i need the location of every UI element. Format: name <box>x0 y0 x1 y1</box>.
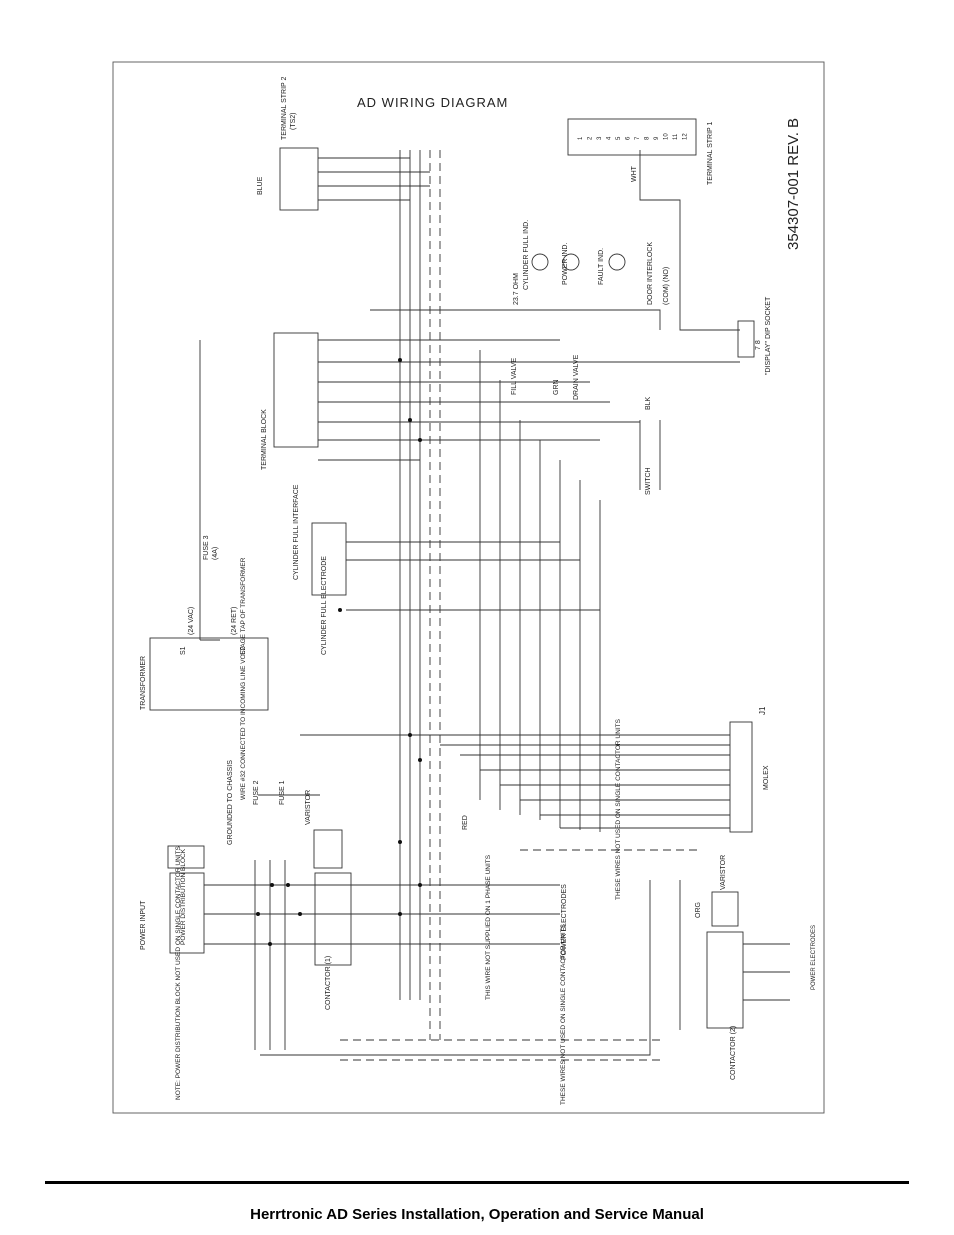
contactor-1-box <box>314 872 352 966</box>
power-electrodes-label: POWER ELECTRODES <box>561 884 568 960</box>
wire-color-red: RED <box>462 815 469 830</box>
door-interlock-label: DOOR INTERLOCK <box>647 242 654 305</box>
grounded-label: GROUNDED TO CHASSIS <box>227 760 234 845</box>
transformer-label: TRANSFORMER <box>140 656 147 710</box>
terminal-strip-1-number: 9 <box>654 136 660 140</box>
footer-rule <box>45 1181 909 1184</box>
wire-color-grn: GRN <box>553 379 560 395</box>
fault-lamp <box>608 253 626 271</box>
terminal-strip-2 <box>279 147 319 211</box>
note-single-contactor: THESE WIRES NOT USED ON SINGLE CONTACTOR… <box>615 718 622 900</box>
cylinder-interface-box <box>311 522 347 596</box>
wiring-diagram: AD WIRING DIAGRAM 354307-001 REV. B TERM… <box>112 61 825 1114</box>
wire-color-wht: WHT <box>631 165 638 182</box>
molex-box <box>729 721 753 833</box>
note-one-phase: THIS WIRE NOT SUPPLIED ON 1 PHASE UNITS <box>485 854 492 1000</box>
resistor-label: 23.7 OHM <box>513 273 520 305</box>
fill-valve-label: FILL VALVE <box>511 357 518 395</box>
fuse3-rating: (4A) <box>212 547 219 560</box>
terminal-strip-1-number: 11 <box>673 133 679 140</box>
transformer-s2: S2 <box>240 646 247 655</box>
varistor2-label: VARISTOR <box>720 855 727 890</box>
power-lamp <box>562 253 580 271</box>
terminal-strip-1-number: 10 <box>664 133 670 140</box>
display-socket <box>737 320 755 358</box>
terminal-strip-1 <box>567 118 697 156</box>
molex-connector: J1 <box>758 706 767 715</box>
diagram-title: AD WIRING DIAGRAM <box>357 95 508 110</box>
transformer-box <box>149 637 269 711</box>
display-label: "DISPLAY" DIP SOCKET <box>765 296 772 375</box>
fuse1-label: FUSE 1 <box>279 780 286 805</box>
power-distribution-label: POWER DISTRIBUTION BLOCK <box>180 848 187 945</box>
terminal-strip-1-number: 8 <box>645 136 651 140</box>
power-input-label: POWER INPUT <box>140 900 147 950</box>
cylinder-full-lamp <box>531 253 549 271</box>
varistor1-label: VARISTOR <box>305 790 312 825</box>
note-general: NOTE: POWER DISTRIBUTION BLOCK NOT USED … <box>175 845 182 1100</box>
footer-title: Herrtronic AD Series Installation, Opera… <box>250 1206 704 1223</box>
door-interlock-no: (NO) <box>663 267 670 282</box>
cylinder-interface-label: CYLINDER FULL INTERFACE <box>293 484 300 580</box>
power-lamp-label: POWER IND. <box>562 243 569 285</box>
contactor-2-box <box>706 931 744 1029</box>
wire-color-blk: BLK <box>645 396 652 410</box>
terminal-strip-1-number: 6 <box>626 136 632 140</box>
note-single-contactor-2: THESE WIRES NOT USED ON SINGLE CONTACTOR… <box>560 923 567 1105</box>
power-electrodes-2-label: POWER ELECTRODES <box>811 925 817 990</box>
molex-label: MOLEX <box>763 765 770 790</box>
part-number: 354307-001 REV. B <box>785 118 802 250</box>
terminal-block <box>273 332 319 448</box>
terminal-strip-1-number: 3 <box>597 136 603 140</box>
drain-valve-label: DRAIN VALVE <box>573 354 580 400</box>
transformer-secondary-b: (24 RET) <box>231 607 238 635</box>
gnd-block <box>167 845 205 869</box>
display-pins: 7 8 <box>755 340 762 350</box>
transformer-s1: S1 <box>180 646 187 655</box>
terminal-strip-1-number: 2 <box>588 136 594 140</box>
switch-label: SWITCH <box>645 467 652 495</box>
door-interlock-com: (COM) <box>663 284 670 305</box>
contactor2-label: CONTACTOR (2) <box>730 1026 737 1080</box>
fuse3-label: FUSE 3 <box>203 535 210 560</box>
contactor1-label: CONTACTOR (1) <box>325 956 332 1010</box>
wire-note: WIRE #32 CONNECTED TO INCOMING LINE VOLT… <box>240 557 247 800</box>
fuse2-label: FUSE 2 <box>253 780 260 805</box>
terminal-strip-1-number: 5 <box>616 136 622 140</box>
wire-color-blue: BLUE <box>257 176 264 195</box>
terminal-strip-2-label: TERMINAL STRIP 2 <box>281 76 288 140</box>
cylinder-full-lamp-label: CYLINDER FULL IND. <box>523 220 530 290</box>
terminal-strip-2-sub: (TS2) <box>290 113 297 131</box>
wire-color-org: ORG <box>695 902 702 918</box>
terminal-strip-1-label: TERMINAL STRIP 1 <box>707 121 714 185</box>
varistor-2-box <box>711 891 739 927</box>
cylinder-electrode-label: CYLINDER FULL ELECTRODE <box>321 556 328 655</box>
terminal-strip-1-number: 7 <box>635 136 641 140</box>
fault-lamp-label: FAULT IND. <box>598 248 605 285</box>
terminal-strip-1-number: 12 <box>683 133 689 140</box>
drawing-frame <box>112 61 825 1114</box>
terminal-strip-1-number: 4 <box>607 136 613 140</box>
terminal-block-label: TERMINAL BLOCK <box>261 409 268 470</box>
transformer-secondary-a: (24 VAC) <box>188 607 195 635</box>
power-distribution-block <box>169 872 205 954</box>
terminal-strip-1-number: 1 <box>578 136 584 140</box>
varistor-1-box <box>313 829 343 869</box>
